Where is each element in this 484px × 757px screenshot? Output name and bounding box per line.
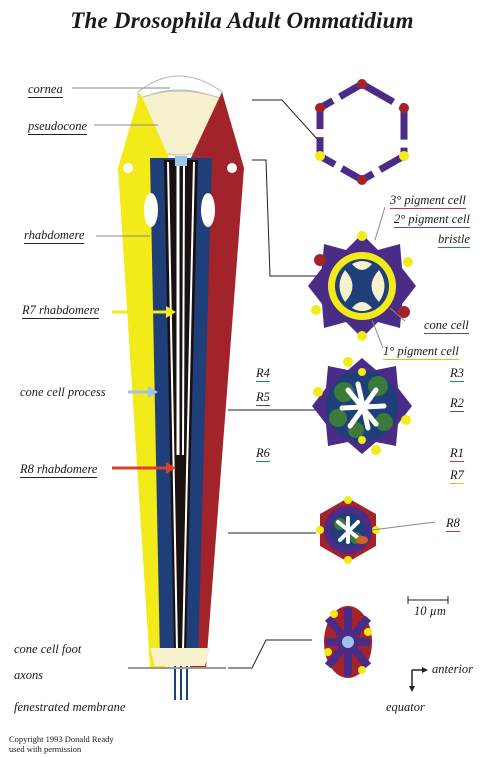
label-bristle: bristle xyxy=(438,232,470,248)
label-r8-rhabdomere: R8 rhabdomere xyxy=(20,462,97,478)
cross-section-cone xyxy=(308,231,416,341)
label-cone-cell: cone cell xyxy=(424,318,469,334)
copyright-line-2: used with permission xyxy=(9,744,114,754)
label-r7: R7 xyxy=(450,468,464,484)
cross-section-foot xyxy=(324,606,372,678)
copyright-line-1: Copyright 1993 Donald Ready xyxy=(9,734,114,744)
label-cone-cell-foot: cone cell foot xyxy=(14,642,81,657)
label-rhabdomere: rhabdomere xyxy=(24,228,84,244)
label-anterior: anterior xyxy=(432,662,473,677)
longitudinal-section xyxy=(118,76,244,700)
label-fenestrated-membrane: fenestrated membrane xyxy=(14,700,125,715)
label-r5: R5 xyxy=(256,390,270,406)
copyright-notice: Copyright 1993 Donald Ready used with pe… xyxy=(9,734,114,754)
orientation-arrows xyxy=(409,667,428,692)
label-cone-cell-process: cone cell process xyxy=(20,385,106,400)
label-cornea: cornea xyxy=(28,82,63,98)
label-r7-rhabdomere: R7 rhabdomere xyxy=(22,303,99,319)
label-pseudocone: pseudocone xyxy=(28,119,87,135)
label-axons: axons xyxy=(14,668,43,683)
label-r1: R1 xyxy=(450,446,464,462)
scale-bar-line xyxy=(408,596,448,604)
label-equator: equator xyxy=(386,700,425,715)
label-1-pigment-cell: 1° pigment cell xyxy=(383,344,459,360)
label-r2: R2 xyxy=(450,396,464,412)
label-r6: R6 xyxy=(256,446,270,462)
label-r8: R8 xyxy=(446,516,460,532)
cross-section-cornea xyxy=(315,79,409,185)
cross-section-r7-level xyxy=(312,357,412,455)
cone-cell-foot-shape xyxy=(150,648,210,666)
label-3-pigment-cell: 3° pigment cell xyxy=(390,193,466,209)
label-r4: R4 xyxy=(256,366,270,382)
label-r3: R3 xyxy=(450,366,464,382)
scale-bar-label: 10 µm xyxy=(414,604,446,619)
cross-section-r8-level xyxy=(316,496,380,564)
label-2-pigment-cell: 2° pigment cell xyxy=(394,212,470,228)
